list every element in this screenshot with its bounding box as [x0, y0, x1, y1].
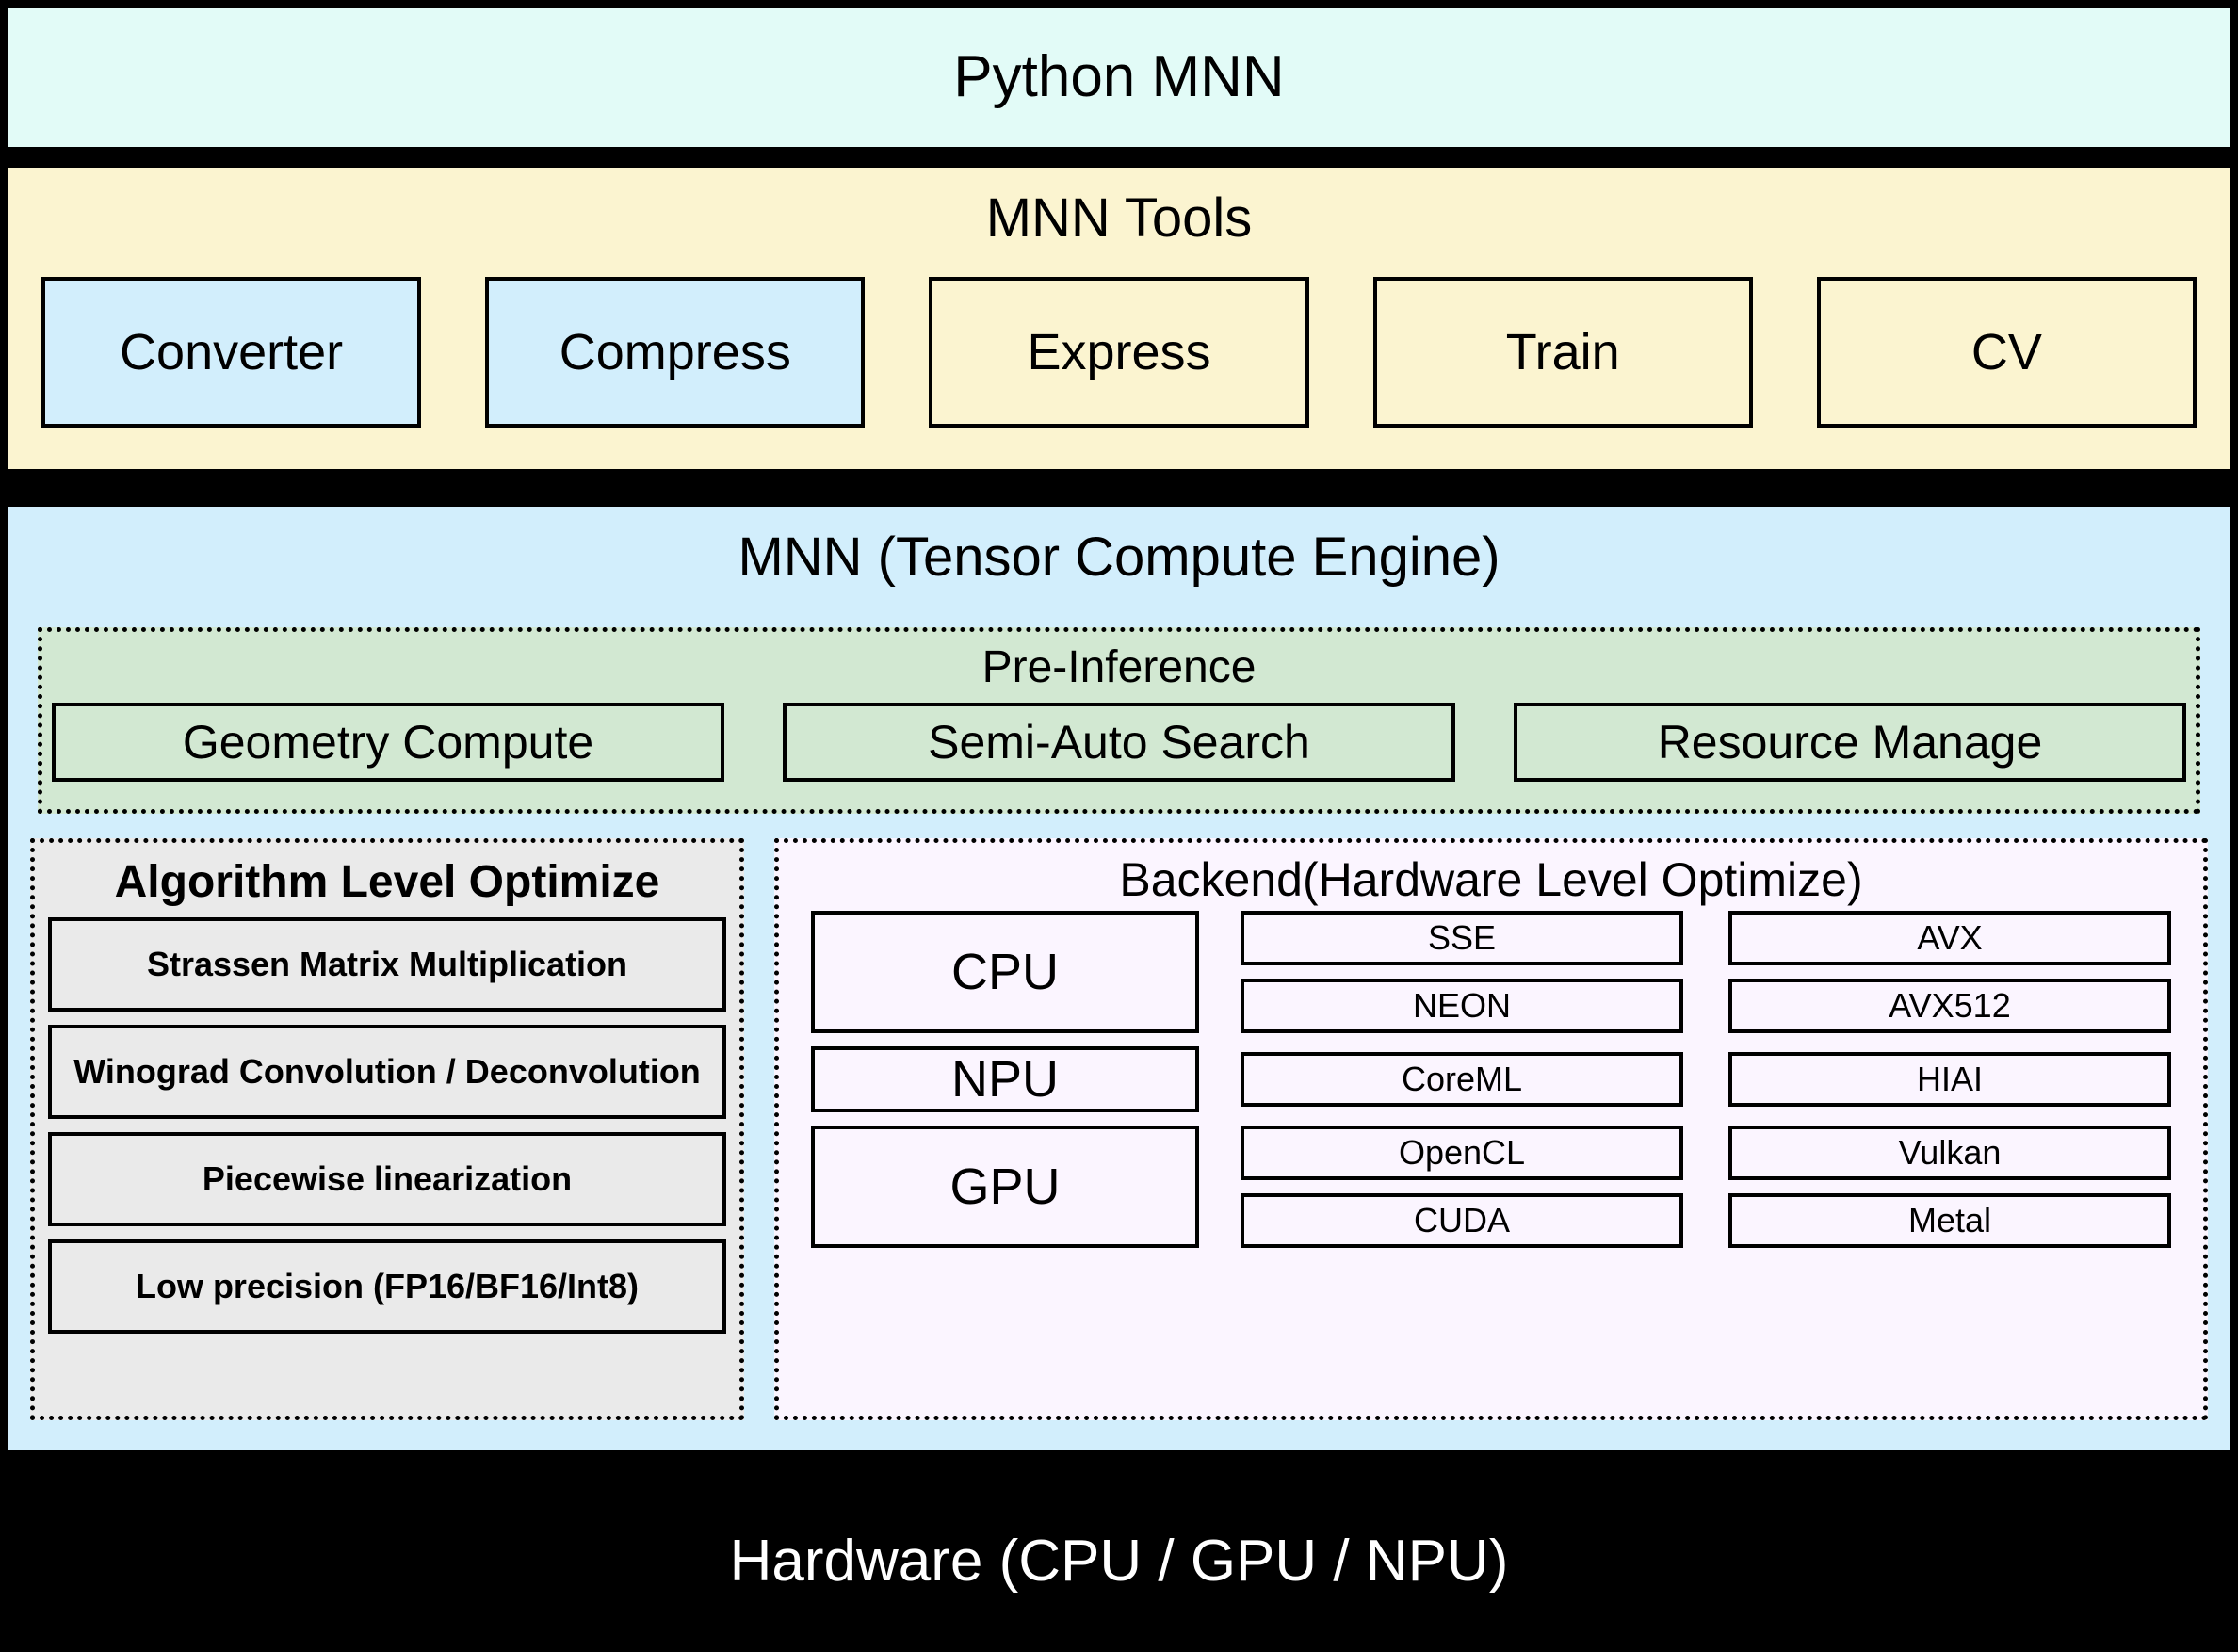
backend-item-hiai[interactable]: HIAI — [1728, 1052, 2171, 1107]
backend-item-vulkan[interactable]: Vulkan — [1728, 1126, 2171, 1180]
layer-mnn-engine: MNN (Tensor Compute Engine) Pre-Inferenc… — [8, 507, 2230, 1450]
backend-cols-npu: CoreML HIAI — [1241, 1046, 2171, 1112]
tool-box-compress[interactable]: Compress — [485, 276, 866, 428]
pre-inference-row: Geometry Compute Semi-Auto Search Resour… — [42, 703, 2196, 782]
engine-lower-row: Algorithm Level Optimize Strassen Matrix… — [30, 838, 2208, 1420]
tool-box-train[interactable]: Train — [1372, 276, 1753, 428]
backend-item-label: CoreML — [1401, 1060, 1523, 1098]
backend-label-text: NPU — [950, 1051, 1059, 1108]
pre-inference-item-semi-auto-search[interactable]: Semi-Auto Search — [783, 703, 1455, 782]
pre-inference-item-resource-manage[interactable]: Resource Manage — [1514, 703, 2186, 782]
group-backend-hardware-level-optimize: Backend(Hardware Level Optimize) CPU SSE… — [774, 838, 2208, 1420]
backend-item-coreml[interactable]: CoreML — [1241, 1052, 1683, 1107]
pre-inference-title: Pre-Inference — [981, 642, 1257, 692]
backend-item-label: OpenCL — [1398, 1133, 1526, 1172]
backend-label-text: CPU — [950, 944, 1059, 1000]
algorithm-item-label: Piecewise linearization — [202, 1159, 573, 1198]
tool-label: CV — [1970, 323, 2042, 381]
backend-col-left-cpu: SSE NEON — [1241, 911, 1683, 1033]
algorithm-level-optimize-title: Algorithm Level Optimize — [114, 857, 660, 907]
backend-item-sse[interactable]: SSE — [1241, 911, 1683, 965]
backend-col-left-gpu: OpenCL CUDA — [1241, 1126, 1683, 1248]
backend-item-label: Vulkan — [1898, 1133, 2002, 1172]
backend-item-label: HIAI — [1916, 1060, 1983, 1098]
backend-item-label: NEON — [1412, 986, 1511, 1025]
backend-cols-gpu: OpenCL CUDA Vulkan Metal — [1241, 1126, 2171, 1248]
tool-label: Train — [1505, 323, 1620, 381]
pre-inference-item-label: Geometry Compute — [182, 716, 594, 769]
algorithm-item-label: Low precision (FP16/BF16/Int8) — [135, 1267, 640, 1305]
tool-box-express[interactable]: Express — [929, 276, 1309, 428]
backend-item-label: Metal — [1907, 1201, 1992, 1239]
backend-label-npu[interactable]: NPU — [811, 1046, 1199, 1112]
layer-python-mnn: Python MNN — [8, 8, 2230, 147]
algorithm-item-piecewise-linearization[interactable]: Piecewise linearization — [48, 1132, 726, 1226]
backend-item-label: AVX512 — [1889, 986, 2011, 1025]
backend-item-label: AVX — [1917, 918, 1983, 957]
tool-box-converter[interactable]: Converter — [41, 276, 422, 428]
tool-box-cv[interactable]: CV — [1816, 276, 2197, 428]
backend-item-avx512[interactable]: AVX512 — [1728, 979, 2171, 1033]
mnn-tools-row: Converter Compress Express Train CV — [8, 276, 2230, 428]
backend-item-neon[interactable]: NEON — [1241, 979, 1683, 1033]
algorithm-item-strassen[interactable]: Strassen Matrix Multiplication — [48, 917, 726, 1012]
hardware-title: Hardware (CPU / GPU / NPU) — [729, 1528, 1509, 1594]
backend-title: Backend(Hardware Level Optimize) — [1119, 853, 1863, 906]
backend-col-right-npu: HIAI — [1728, 1046, 2171, 1112]
algorithm-item-label: Strassen Matrix Multiplication — [146, 945, 628, 983]
layer-hardware: Hardware (CPU / GPU / NPU) — [0, 1471, 2238, 1652]
layer-mnn-tools: MNN Tools Converter Compress Express Tra… — [8, 168, 2230, 469]
group-algorithm-level-optimize: Algorithm Level Optimize Strassen Matrix… — [30, 838, 744, 1420]
algorithm-item-winograd[interactable]: Winograd Convolution / Deconvolution — [48, 1025, 726, 1119]
mnn-tools-title: MNN Tools — [985, 187, 1253, 249]
tool-label: Converter — [120, 323, 344, 381]
backend-col-right-gpu: Vulkan Metal — [1728, 1126, 2171, 1248]
pre-inference-item-geometry-compute[interactable]: Geometry Compute — [52, 703, 724, 782]
mnn-engine-title: MNN (Tensor Compute Engine) — [738, 526, 1500, 588]
backend-label-cpu[interactable]: CPU — [811, 911, 1199, 1033]
pre-inference-item-label: Resource Manage — [1657, 716, 2043, 769]
backend-row-gpu: GPU OpenCL CUDA — [811, 1126, 2171, 1248]
group-pre-inference: Pre-Inference Geometry Compute Semi-Auto… — [38, 627, 2200, 814]
algorithm-item-low-precision[interactable]: Low precision (FP16/BF16/Int8) — [48, 1239, 726, 1334]
backend-item-label: CUDA — [1413, 1201, 1510, 1239]
pre-inference-item-label: Semi-Auto Search — [928, 716, 1310, 769]
algorithm-item-label: Winograd Convolution / Deconvolution — [73, 1052, 701, 1091]
backend-cols-cpu: SSE NEON AVX AVX512 — [1241, 911, 2171, 1033]
backend-label-gpu[interactable]: GPU — [811, 1126, 1199, 1248]
python-mnn-title: Python MNN — [953, 43, 1285, 109]
backend-col-right-cpu: AVX AVX512 — [1728, 911, 2171, 1033]
backend-item-opencl[interactable]: OpenCL — [1241, 1126, 1683, 1180]
backend-item-cuda[interactable]: CUDA — [1241, 1193, 1683, 1248]
tool-label: Express — [1027, 323, 1211, 381]
backend-row-npu: NPU CoreML HIAI — [811, 1046, 2171, 1112]
tool-label: Compress — [559, 323, 791, 381]
backend-col-left-npu: CoreML — [1241, 1046, 1683, 1112]
backend-item-label: SSE — [1427, 918, 1497, 957]
backend-row-cpu: CPU SSE NEON AVX — [811, 911, 2171, 1033]
backend-label-text: GPU — [949, 1158, 1061, 1215]
backend-item-metal[interactable]: Metal — [1728, 1193, 2171, 1248]
backend-item-avx[interactable]: AVX — [1728, 911, 2171, 965]
